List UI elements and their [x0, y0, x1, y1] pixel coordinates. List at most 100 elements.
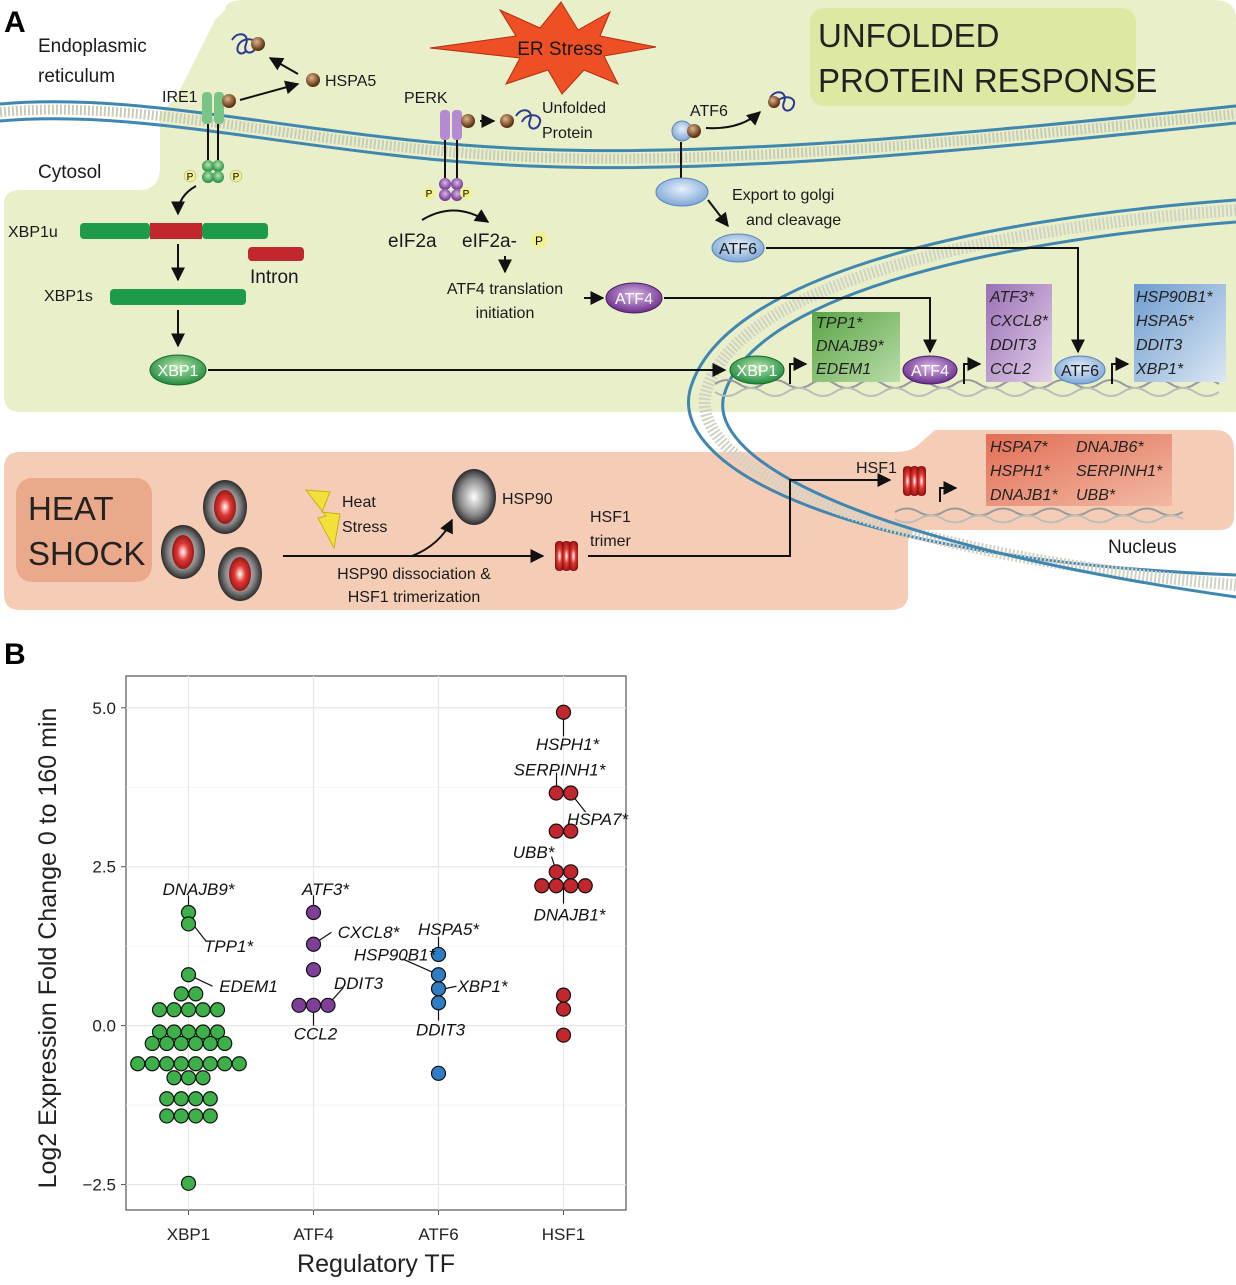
data-point [173, 1056, 189, 1072]
data-point [305, 936, 322, 952]
data-point [563, 878, 579, 894]
data-label: DDIT3 [334, 974, 384, 993]
data-point [159, 1035, 175, 1052]
xbp1-nuclear-label: XBP1 [737, 363, 778, 380]
hsp90-icon [452, 469, 496, 525]
xbp1-nuclear-icon [729, 355, 785, 385]
cytosol-label: Cytosol [38, 162, 101, 183]
gene-cxcl8: CXCL8* [990, 313, 1049, 330]
hsf1-nuclear-icon [903, 466, 926, 496]
data-point [130, 1056, 146, 1072]
ire1-branch: IRE1 P P HSPA5 XB [8, 33, 727, 386]
data-point [166, 1002, 182, 1018]
data-point [231, 1056, 247, 1072]
hspa5-label: HSPA5 [325, 73, 376, 90]
data-point [563, 785, 579, 801]
data-point [430, 1065, 447, 1081]
data-label: HSPA5* [418, 920, 480, 939]
svg-text:P: P [233, 172, 240, 183]
upr-title-line2: PROTEIN RESPONSE [818, 62, 1157, 99]
data-point [548, 823, 564, 839]
upr-title-box [810, 8, 1136, 106]
upr-title-line1: UNFOLDED [818, 17, 1000, 54]
atf6-cleaved-icon [711, 233, 765, 263]
gene-dnajb6: DNAJB6* [1076, 439, 1144, 456]
y-tick-label: 5.0 [92, 699, 116, 718]
atf6-export-line1: Export to golgi [732, 187, 834, 204]
data-point [430, 967, 447, 983]
atf6-nuclear-label: ATF6 [1061, 363, 1099, 380]
data-point [548, 785, 564, 801]
data-label: SERPINH1* [514, 760, 607, 779]
data-point [173, 1091, 189, 1107]
hspa5-icon [306, 73, 320, 87]
perk-receptor-icon [440, 110, 450, 140]
data-point [430, 946, 447, 963]
data-point [548, 864, 564, 880]
gene-atf3: ATF3* [989, 289, 1035, 306]
gene-dnajb9: DNAJB9* [816, 338, 884, 355]
data-point [430, 995, 447, 1011]
gene-ddit3: DDIT3 [990, 337, 1036, 354]
atf4-translation-line2: initiation [476, 305, 535, 322]
atf6-branch: ATF6 Export to golgi and cleavage ATF6 [655, 91, 1085, 354]
data-point [305, 904, 322, 921]
data-point [202, 1108, 218, 1124]
hsf1-gene-box [986, 434, 1172, 506]
gene-ddit3: DDIT3 [1136, 337, 1182, 354]
phospho-icon [531, 232, 547, 248]
gene-dnajb1: DNAJB1* [990, 487, 1058, 504]
data-label: EDEM1 [219, 977, 278, 996]
data-label: DNAJB9* [163, 880, 236, 899]
data-label: CCL2 [294, 1024, 338, 1043]
data-label: HSPA7* [567, 810, 629, 829]
data-point [159, 1108, 175, 1124]
gene-ccl2: CCL2 [990, 361, 1031, 378]
svg-text:P: P [463, 189, 470, 200]
panel-b-letter: B [4, 638, 26, 671]
phospho-icon [183, 169, 197, 183]
data-label: DDIT3 [416, 1020, 466, 1039]
data-label: UBB* [513, 843, 556, 862]
eif2a-p-label: eIF2a- [462, 231, 517, 252]
data-point [159, 1056, 175, 1072]
atf6-gene-box [1134, 284, 1226, 382]
hsf1-trimer-icon [555, 541, 578, 571]
data-point [202, 1056, 218, 1072]
dissociation-line1: HSP90 dissociation & [337, 566, 491, 583]
atf4-protein-label: ATF4 [615, 291, 653, 308]
hsf1-trimer-line1: HSF1 [590, 509, 631, 526]
svg-text:P: P [426, 189, 433, 200]
data-label: DNAJB1* [534, 905, 607, 924]
hspa5-bound-icon [222, 94, 236, 108]
atf4-protein-icon [605, 282, 663, 314]
x-tick-label: HSF1 [542, 1225, 585, 1244]
svg-text:P: P [535, 234, 543, 248]
unfolded-protein-icon [231, 33, 265, 55]
data-point [188, 1108, 204, 1124]
gene-serpinh1: SERPINH1* [1076, 463, 1163, 480]
atf6-golgi-icon [655, 177, 709, 207]
data-point [305, 962, 322, 978]
data-label: ATF3* [301, 880, 350, 899]
gene-tpp1: TPP1* [816, 315, 863, 332]
data-point [188, 1091, 204, 1107]
svg-text:P: P [187, 172, 194, 183]
hsf1-trimer-line2: trimer [590, 533, 632, 550]
phospho-icon [460, 187, 472, 199]
data-point [195, 1070, 211, 1086]
er-membrane [0, 100, 1236, 170]
data-point [180, 1002, 197, 1018]
y-axis-title: Log2 Expression Fold Change 0 to 160 min [34, 708, 62, 1189]
phospho-icon [229, 169, 243, 183]
hsp90-label: HSP90 [502, 491, 553, 508]
xbp1-target-group: XBP1 TPP1* DNAJB9* EDEM1 [729, 312, 900, 385]
phospho-icon [423, 187, 435, 199]
perk-branch: PERK P P Unfolded Protein eIF2a eIF2a- [388, 90, 937, 354]
y-tick-label: 0.0 [92, 1017, 116, 1036]
nucleus-label: Nucleus [1108, 537, 1177, 558]
leader-line [444, 985, 457, 990]
y-tick-label: 2.5 [92, 858, 116, 877]
atf6-cleaved-label: ATF6 [719, 241, 757, 258]
x-tick-label: ATF4 [293, 1225, 333, 1244]
